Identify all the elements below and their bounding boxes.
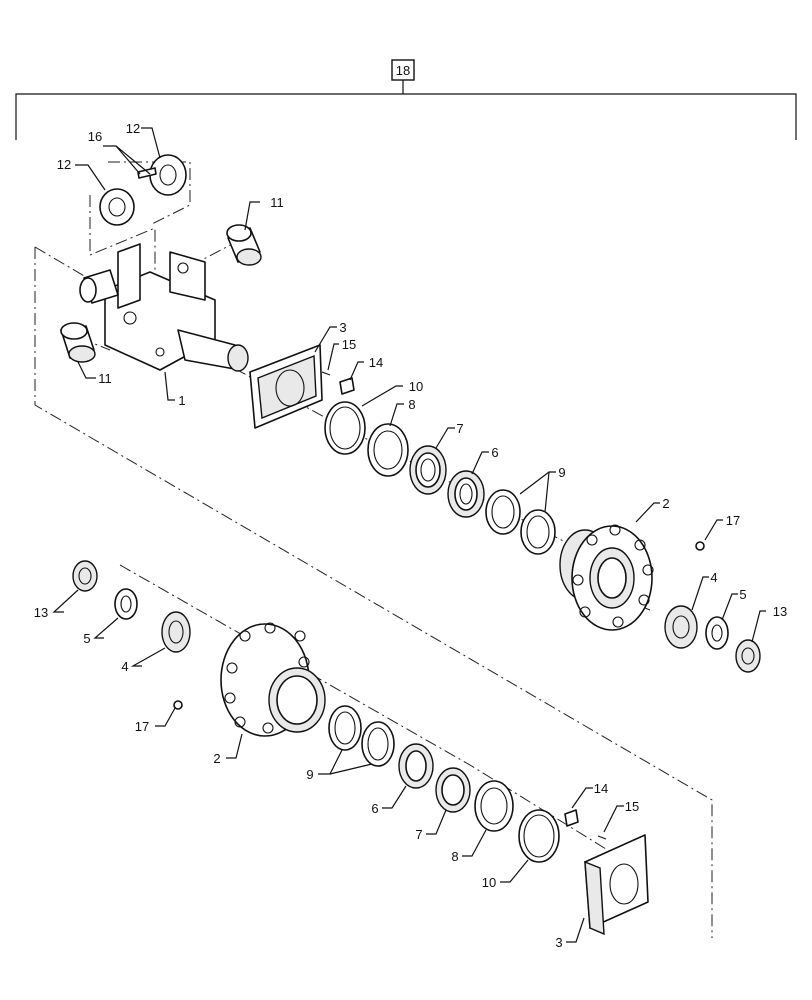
bushing-upper[interactable] xyxy=(226,224,262,266)
callout-11-upper[interactable]: 11 xyxy=(270,195,284,210)
assembly-number: 18 xyxy=(396,63,410,78)
mounting-plate-upper[interactable] xyxy=(249,344,323,429)
callout-4-lower[interactable]: 4 xyxy=(121,659,128,674)
assembly-bracket xyxy=(15,80,797,140)
callout-6-upper[interactable]: 6 xyxy=(491,445,498,460)
callout-13-upper[interactable]: 13 xyxy=(773,604,787,619)
bolt-upper[interactable] xyxy=(339,377,355,395)
bearing-7-upper[interactable] xyxy=(409,445,447,495)
wheel-hub-upper[interactable] xyxy=(559,524,654,631)
callout-5-upper[interactable]: 5 xyxy=(739,587,746,602)
race-9-upper-b[interactable] xyxy=(520,509,556,555)
bearing-cone-4-lower[interactable] xyxy=(161,611,191,653)
bolt-lower[interactable] xyxy=(564,809,579,827)
grease-fitting-upper[interactable] xyxy=(695,541,705,551)
callout-4-upper[interactable]: 4 xyxy=(710,570,717,585)
race-9-lower-a[interactable] xyxy=(328,705,362,751)
thrust-washer-upper[interactable] xyxy=(149,154,187,196)
callout-17-upper[interactable]: 17 xyxy=(726,513,740,528)
callout-9-lower[interactable]: 9 xyxy=(306,767,313,782)
callout-10-upper[interactable]: 10 xyxy=(409,379,423,394)
lock-washer-5-upper[interactable] xyxy=(705,616,729,650)
bearing-6-upper[interactable] xyxy=(447,470,485,518)
callout-5-lower[interactable]: 5 xyxy=(83,631,90,646)
callout-12-lower[interactable]: 12 xyxy=(57,157,71,172)
callout-8-upper[interactable]: 8 xyxy=(408,397,415,412)
grease-fitting-lower[interactable] xyxy=(173,700,183,710)
callout-2-upper[interactable]: 2 xyxy=(662,496,669,511)
callout-3-upper[interactable]: 3 xyxy=(339,320,346,335)
callout-12-upper[interactable]: 12 xyxy=(126,121,140,136)
wheel-hub-lower[interactable] xyxy=(220,622,326,737)
nut-13-upper[interactable] xyxy=(735,639,761,673)
callout-11-lower[interactable]: 11 xyxy=(98,371,112,386)
callout-2-lower[interactable]: 2 xyxy=(213,751,220,766)
callout-16[interactable]: 16 xyxy=(88,129,102,144)
mounting-plate-lower[interactable] xyxy=(584,834,649,936)
snap-ring-10-upper[interactable] xyxy=(324,401,366,455)
assembly-number-box[interactable]: 18 xyxy=(391,59,415,81)
race-9-upper-a[interactable] xyxy=(485,489,521,535)
bearing-6-lower[interactable] xyxy=(398,743,434,789)
nut-13-lower[interactable] xyxy=(72,560,98,592)
race-9-lower-b[interactable] xyxy=(361,721,395,767)
callout-labels: 16 12 12 11 11 1 3 15 14 10 8 7 6 9 2 17… xyxy=(34,121,787,950)
seal-8-lower[interactable] xyxy=(474,780,514,832)
dowel-upper[interactable] xyxy=(321,371,331,376)
callout-6-lower[interactable]: 6 xyxy=(371,801,378,816)
bearing-7-lower[interactable] xyxy=(435,767,471,813)
callout-9-upper[interactable]: 9 xyxy=(558,465,565,480)
callout-17-lower[interactable]: 17 xyxy=(135,719,149,734)
lock-washer-5-lower[interactable] xyxy=(114,588,138,620)
callout-3-lower[interactable]: 3 xyxy=(555,935,562,950)
thrust-washer-lower[interactable] xyxy=(99,188,135,226)
dowel-lower[interactable] xyxy=(597,835,607,840)
callout-7-upper[interactable]: 7 xyxy=(456,421,463,436)
bushing-lower[interactable] xyxy=(60,322,96,363)
callout-14-lower[interactable]: 14 xyxy=(594,781,608,796)
callout-13-lower[interactable]: 13 xyxy=(34,605,48,620)
snap-ring-10-lower[interactable] xyxy=(518,809,560,863)
bearing-cone-4-upper[interactable] xyxy=(664,605,698,649)
callout-14-upper[interactable]: 14 xyxy=(369,355,383,370)
callout-8-lower[interactable]: 8 xyxy=(451,849,458,864)
callout-15-lower[interactable]: 15 xyxy=(625,799,639,814)
callout-leaders xyxy=(52,127,766,943)
pin[interactable] xyxy=(137,167,157,179)
callout-1[interactable]: 1 xyxy=(178,393,185,408)
steering-housing[interactable] xyxy=(79,243,249,372)
callout-7-lower[interactable]: 7 xyxy=(415,827,422,842)
callout-10-lower[interactable]: 10 xyxy=(482,875,496,890)
callout-15-upper[interactable]: 15 xyxy=(342,337,356,352)
seal-8-upper[interactable] xyxy=(367,423,409,477)
